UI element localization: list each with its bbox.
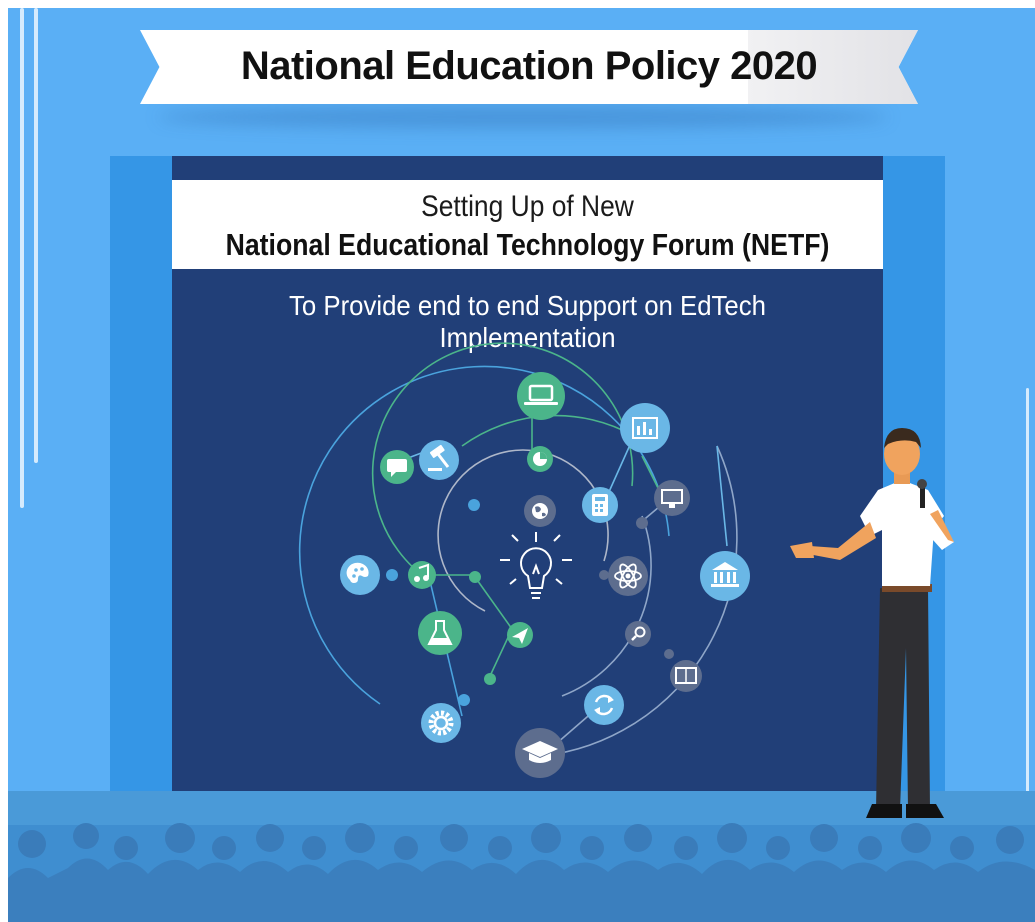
book-icon	[670, 660, 702, 692]
atom-icon	[608, 556, 648, 596]
flask-icon	[418, 611, 462, 655]
music-icon	[408, 561, 436, 589]
chart-icon	[620, 403, 670, 453]
title-shadow	[158, 106, 888, 128]
stage-scene: National Education Policy 2020 Setting U…	[8, 8, 1035, 922]
palette-icon	[340, 555, 380, 595]
presenter-figure	[790, 428, 954, 818]
gavel-icon	[419, 440, 459, 480]
edtech-network-diagram	[298, 342, 750, 778]
pie-chart-icon	[527, 446, 553, 472]
calculator-icon	[582, 487, 618, 523]
curtain-line	[1026, 388, 1029, 818]
chat-icon	[380, 450, 414, 484]
globe-icon	[524, 495, 556, 527]
lightbulb-icon	[500, 532, 572, 599]
laptop-icon	[517, 372, 565, 420]
gear-icon	[421, 703, 461, 743]
presentation-screen: Setting Up of New National Educational T…	[172, 156, 883, 792]
screen-subtitle: Setting Up of New	[421, 190, 634, 223]
graduation-cap-icon	[515, 728, 565, 778]
paper-plane-icon	[507, 622, 533, 648]
monitor-icon	[654, 480, 690, 516]
audience-silhouettes	[8, 823, 1035, 922]
title-ribbon: National Education Policy 2020	[140, 30, 918, 104]
bank-icon	[700, 551, 750, 601]
banner-title: National Education Policy 2020	[240, 44, 818, 88]
title-ribbon-tint	[748, 30, 918, 104]
curtain-line	[34, 8, 38, 463]
screen-header: Setting Up of New National Educational T…	[172, 180, 883, 269]
curtain-line	[20, 8, 24, 508]
screen-tagline: To Provide end to end Support on EdTech …	[289, 290, 766, 353]
audience-heads	[18, 823, 1024, 860]
refresh-icon	[584, 685, 624, 725]
search-icon	[625, 621, 651, 647]
screen-title: National Educational Technology Forum (N…	[225, 227, 830, 262]
stage-edge	[8, 791, 1035, 825]
